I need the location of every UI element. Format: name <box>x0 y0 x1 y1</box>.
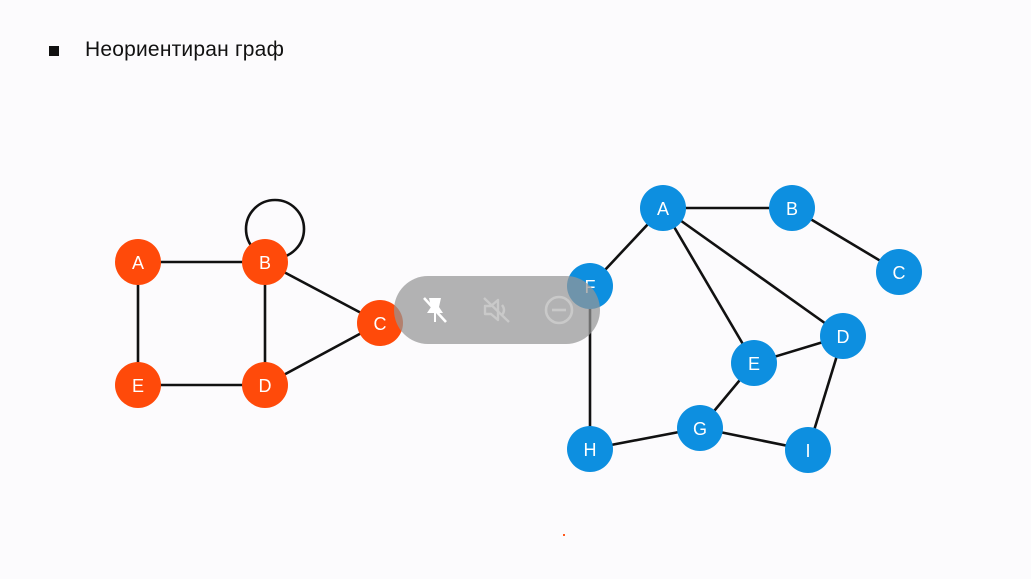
graph2-node-label-C: C <box>893 263 906 283</box>
graph2-node-D: D <box>820 313 866 359</box>
graph2-node-circle-B <box>769 185 815 231</box>
graph2-node-circle-H <box>567 426 613 472</box>
graph2-node-A: A <box>640 185 686 231</box>
laser-pointer-dot <box>563 534 565 536</box>
graph1-node-label-E: E <box>132 376 144 396</box>
bullet-item: Неориентиран граф <box>49 38 284 62</box>
graph2-node-label-A: A <box>657 199 669 219</box>
graph2-node-circle-C <box>876 249 922 295</box>
graph2-node-circle-I <box>785 427 831 473</box>
graph2-node-B: B <box>769 185 815 231</box>
graph2-node-G: G <box>677 405 723 451</box>
graph2-node-H: H <box>567 426 613 472</box>
graph1-node-circle-A <box>115 239 161 285</box>
mute-button[interactable] <box>477 290 517 330</box>
graph1-node-circle-C <box>357 300 403 346</box>
graph2-node-label-I: I <box>805 441 810 461</box>
graph1-node-B: B <box>242 239 288 285</box>
graph2-edge-A-D <box>662 206 844 338</box>
graph2-node-circle-A <box>640 185 686 231</box>
mute-icon <box>483 297 510 323</box>
graph2-node-label-B: B <box>786 199 798 219</box>
graph1-node-E: E <box>115 362 161 408</box>
graph2-node-label-D: D <box>837 327 850 347</box>
graph2-node-label-E: E <box>748 354 760 374</box>
graph1-node-circle-D <box>242 362 288 408</box>
bullet-square-icon <box>49 46 59 56</box>
graph2-node-circle-G <box>677 405 723 451</box>
graph1-node-A: A <box>115 239 161 285</box>
graph2-node-circle-E <box>731 340 777 386</box>
graph1-node-circle-E <box>115 362 161 408</box>
pin-off-icon <box>423 297 447 323</box>
graph2-edge-A-E <box>661 207 756 364</box>
graph1-node-label-A: A <box>132 253 144 273</box>
slide-heading: Неориентиран граф <box>85 38 285 61</box>
graph1-node-D: D <box>242 362 288 408</box>
graph1-node-label-C: C <box>374 314 387 334</box>
graph2-node-label-H: H <box>584 440 597 460</box>
graph1-node-C: C <box>357 300 403 346</box>
graph2-node-circle-D <box>820 313 866 359</box>
graph1-node-circle-B <box>242 239 288 285</box>
graph1-node-label-D: D <box>259 376 272 396</box>
minus-circle-icon <box>544 295 574 325</box>
graph2-node-C: C <box>876 249 922 295</box>
graph2-node-label-G: G <box>693 419 707 439</box>
graph2-node-E: E <box>731 340 777 386</box>
graph2-node-I: I <box>785 427 831 473</box>
unpin-button[interactable] <box>415 290 455 330</box>
minimize-button[interactable] <box>539 290 579 330</box>
graph1-node-label-B: B <box>259 253 271 273</box>
floating-media-toolbar <box>394 276 600 344</box>
